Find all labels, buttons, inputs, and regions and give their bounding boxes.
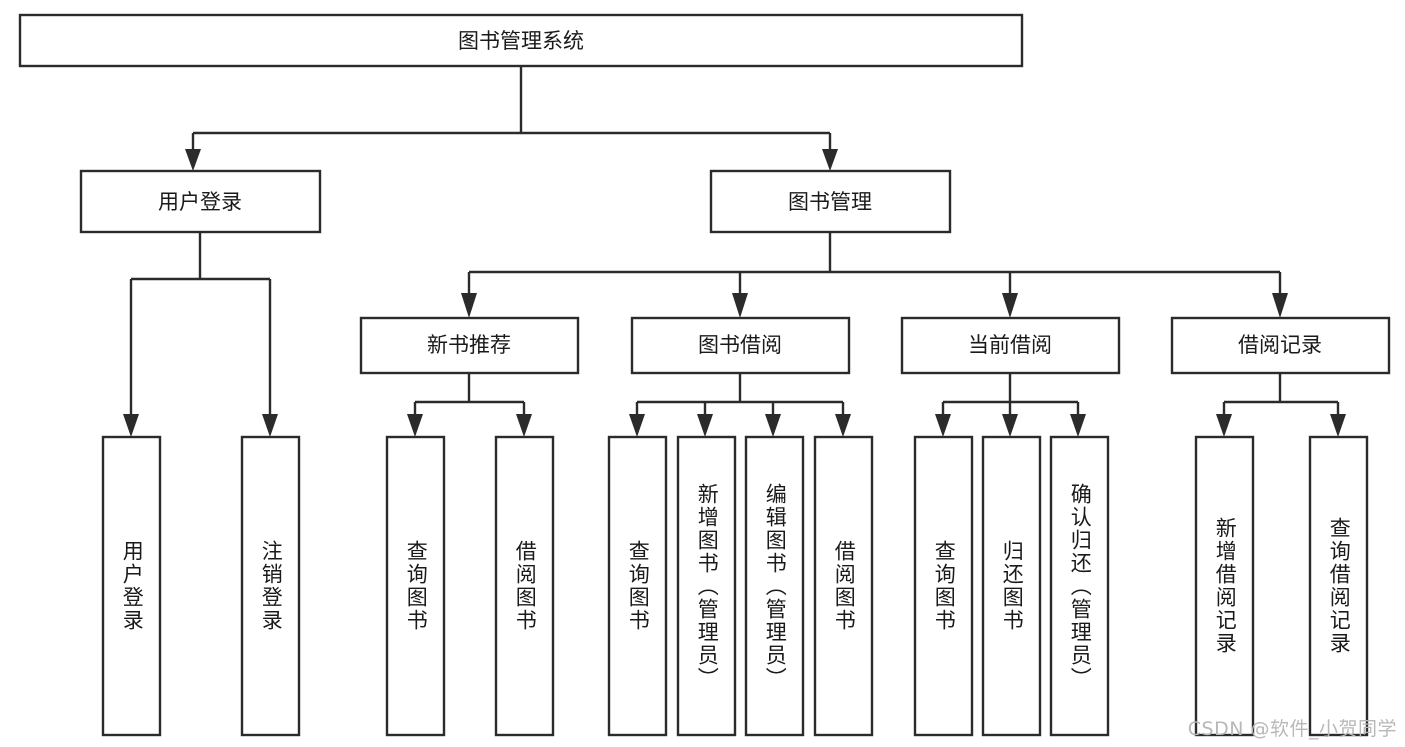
leaf-box-borrow-book-2[interactable] — [813, 435, 874, 737]
connector-book-manage-trunk — [467, 232, 1282, 295]
node-book-manage-label: 图书管理 — [788, 190, 872, 214]
connector-group-current-borrow — [935, 373, 1086, 437]
connector-new-book-trunk — [413, 373, 526, 420]
node-book-borrow-label: 图书借阅 — [698, 333, 782, 357]
leaf-box-query-book-1[interactable] — [385, 435, 446, 737]
leaf-box-confirm-return[interactable] — [1049, 435, 1110, 737]
node-book-borrow-box[interactable] — [630, 316, 851, 375]
connector-user-login-trunk — [129, 232, 272, 420]
node-current-borrow[interactable]: 当前借阅 — [900, 316, 1121, 375]
leaf-box-edit-book[interactable] — [744, 435, 805, 737]
connector-group-user-login — [123, 232, 278, 437]
node-new-book-recommend[interactable]: 新书推荐 — [359, 316, 580, 375]
node-borrow-record-box[interactable] — [1170, 316, 1391, 375]
arrow-book-manage-to-book-borrow — [732, 293, 748, 318]
leaf-box-user-login[interactable] — [101, 435, 162, 737]
connector-group-book-borrow — [629, 373, 851, 437]
node-root-label: 图书管理系统 — [458, 29, 584, 53]
arrow-user-login-to-leaf-1 — [123, 414, 139, 437]
connector-root-to-level2-trunk — [191, 66, 832, 155]
arrow-book-manage-to-borrow-record — [1272, 293, 1288, 318]
leaf-boxes-group — [101, 435, 1369, 737]
arrow-borrow-record-to-leaf-1 — [1216, 414, 1232, 437]
connector-book-borrow-trunk — [635, 373, 845, 420]
leaf-box-add-book[interactable] — [676, 435, 737, 737]
leaf-box-add-record[interactable] — [1194, 435, 1255, 737]
node-user-login-box[interactable] — [79, 169, 322, 234]
arrow-book-manage-to-current-borrow — [1002, 293, 1018, 318]
node-book-borrow[interactable]: 图书借阅 — [630, 316, 851, 375]
leaf-box-logout-login[interactable] — [240, 435, 301, 737]
arrow-user-login-to-leaf-2 — [262, 414, 278, 437]
connector-group-book-manage — [461, 232, 1288, 318]
node-root[interactable]: 图书管理系统 — [18, 13, 1024, 68]
connector-current-borrow-trunk — [941, 373, 1080, 420]
node-borrow-record[interactable]: 借阅记录 — [1170, 316, 1391, 375]
arrow-root-to-book-manage — [822, 149, 838, 171]
node-user-login[interactable]: 用户登录 — [79, 169, 322, 234]
connector-group-borrow-record — [1216, 373, 1346, 437]
arrow-new-book-to-leaf-1 — [407, 414, 423, 437]
node-current-borrow-label: 当前借阅 — [968, 333, 1052, 357]
arrow-book-borrow-to-leaf-1 — [629, 414, 645, 437]
leaf-box-borrow-book-1[interactable] — [494, 435, 555, 737]
arrow-book-borrow-to-leaf-4 — [835, 414, 851, 437]
node-book-manage[interactable]: 图书管理 — [709, 169, 952, 234]
arrow-current-borrow-to-leaf-1 — [935, 414, 951, 437]
connector-group-new-book-recommend — [407, 373, 532, 437]
node-new-book-recommend-box[interactable] — [359, 316, 580, 375]
node-borrow-record-label: 借阅记录 — [1238, 333, 1322, 357]
arrow-borrow-record-to-leaf-2 — [1330, 414, 1346, 437]
arrow-book-borrow-to-leaf-3 — [765, 414, 781, 437]
leaf-box-query-book-3[interactable] — [913, 435, 974, 737]
arrow-new-book-to-leaf-2 — [516, 414, 532, 437]
arrow-book-manage-to-new-book — [461, 293, 477, 318]
node-new-book-recommend-label: 新书推荐 — [427, 333, 511, 357]
node-current-borrow-box[interactable] — [900, 316, 1121, 375]
arrow-current-borrow-to-leaf-2 — [1002, 414, 1018, 437]
csdn-watermark: CSDN @软件_小贺同学 — [1187, 718, 1397, 740]
arrow-current-borrow-to-leaf-3 — [1070, 414, 1086, 437]
arrow-book-borrow-to-leaf-2 — [697, 414, 713, 437]
leaf-box-query-book-2[interactable] — [607, 435, 668, 737]
node-book-manage-box[interactable] — [709, 169, 952, 234]
connector-group-root — [185, 66, 838, 171]
node-user-login-label: 用户登录 — [158, 190, 242, 214]
leaf-box-query-record[interactable] — [1308, 435, 1369, 737]
node-root-box[interactable] — [18, 13, 1024, 68]
connector-borrow-record-trunk — [1222, 373, 1340, 420]
leaf-box-return-book[interactable] — [981, 435, 1042, 737]
arrow-root-to-user-login — [185, 149, 201, 171]
